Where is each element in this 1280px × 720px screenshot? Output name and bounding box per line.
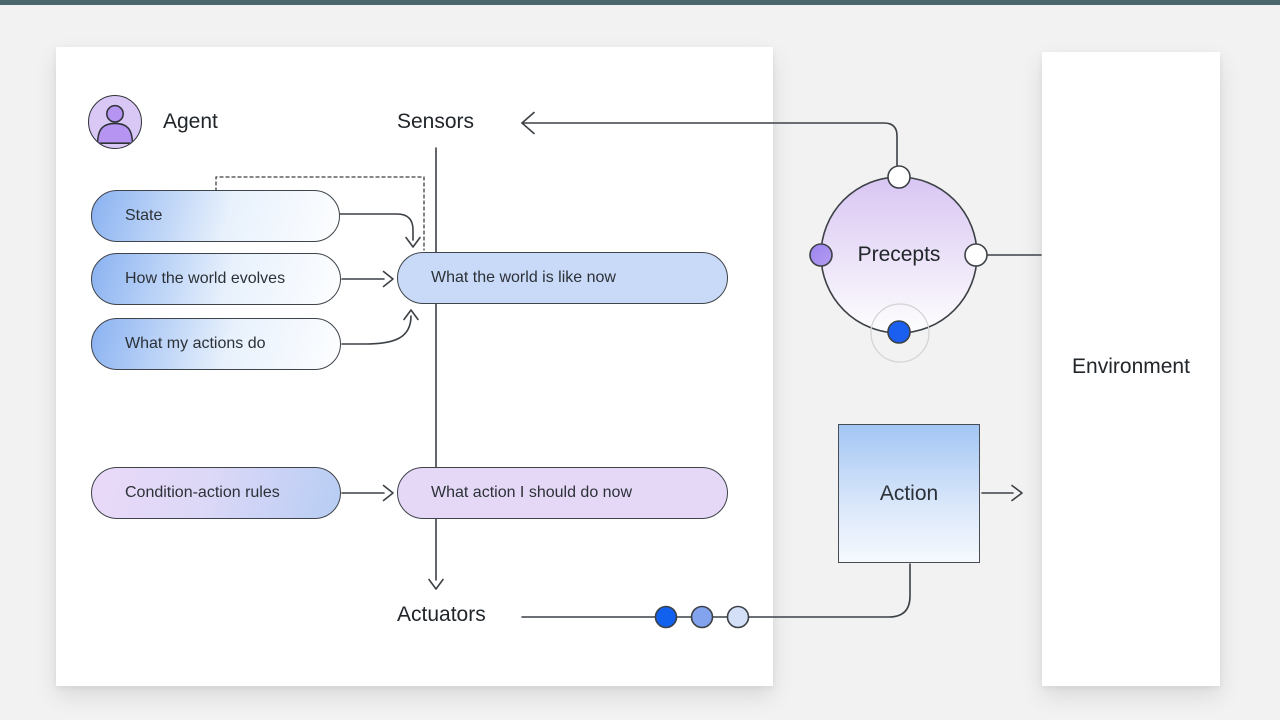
precepts-node-left bbox=[809, 243, 833, 267]
pill-action-now: What action I should do now bbox=[397, 467, 728, 519]
pill-how-world-evolves: How the world evolves bbox=[91, 253, 341, 305]
precepts-node-right bbox=[964, 243, 988, 267]
agent-avatar-icon bbox=[88, 95, 142, 149]
actuators-label: Actuators bbox=[397, 603, 486, 626]
pill-world-now: What the world is like now bbox=[397, 252, 728, 304]
pill-state-label: State bbox=[125, 207, 163, 224]
environment-card: Environment bbox=[1042, 52, 1220, 686]
pill-what-actions-do: What my actions do bbox=[91, 318, 341, 370]
person-icon bbox=[96, 104, 134, 144]
pill-what-actions-do-label: What my actions do bbox=[125, 335, 266, 352]
action-box: Action bbox=[838, 424, 980, 563]
precepts-label: Precepts bbox=[857, 243, 941, 266]
pill-condition-action-rules: Condition-action rules bbox=[91, 467, 341, 519]
action-label: Action bbox=[879, 481, 939, 505]
precepts-node-bottom bbox=[887, 320, 911, 344]
action-arrowhead-right bbox=[1011, 484, 1023, 502]
pill-state: State bbox=[91, 190, 340, 242]
precepts-node-top bbox=[887, 165, 911, 189]
pill-world-now-label: What the world is like now bbox=[431, 269, 616, 286]
pill-action-now-label: What action I should do now bbox=[431, 484, 633, 501]
top-accent-bar bbox=[0, 0, 1280, 5]
environment-label: Environment bbox=[1072, 355, 1190, 378]
pill-condition-action-rules-label: Condition-action rules bbox=[125, 484, 280, 501]
precepts-ghost-ring bbox=[870, 303, 930, 363]
sensors-label: Sensors bbox=[397, 110, 475, 133]
pill-how-world-evolves-label: How the world evolves bbox=[125, 270, 286, 287]
agent-label: Agent bbox=[163, 110, 218, 133]
